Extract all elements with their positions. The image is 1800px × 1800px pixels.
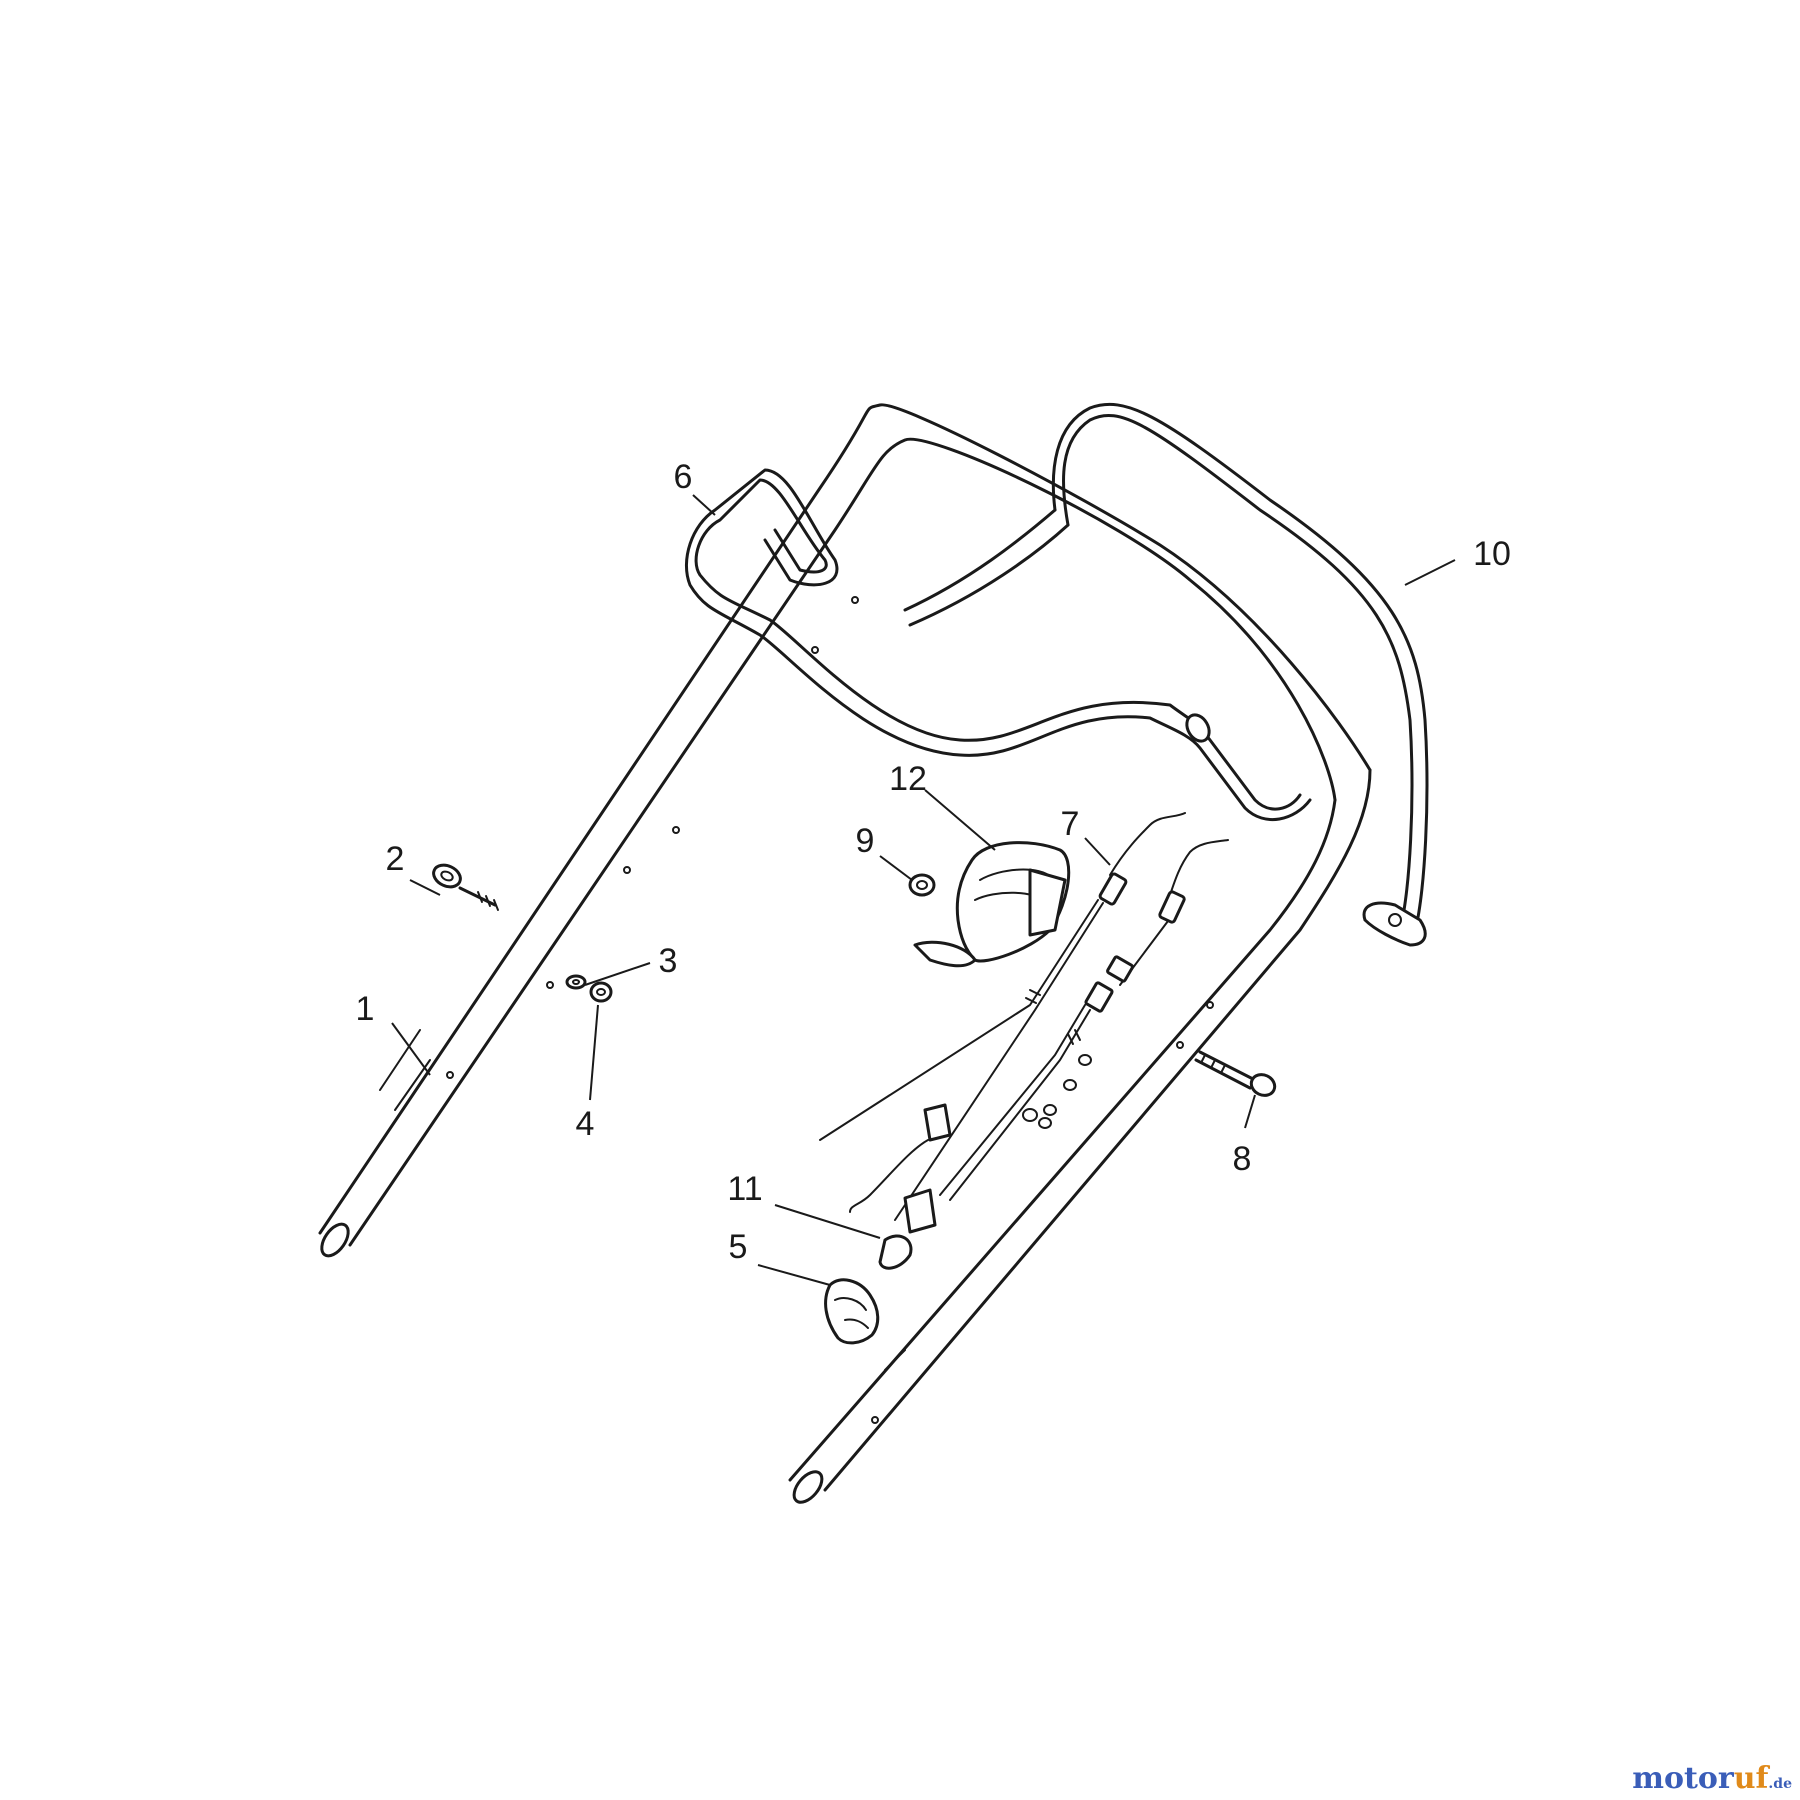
- leader-2: [409, 879, 441, 896]
- callout-7: 7: [1061, 805, 1080, 843]
- callout-9: 9: [856, 822, 875, 860]
- callout-5: 5: [729, 1228, 748, 1266]
- leader-12: [924, 789, 996, 851]
- drive-cable: [849, 839, 1229, 1270]
- callout-6: 6: [674, 458, 693, 496]
- callout-11: 11: [727, 1170, 762, 1208]
- upper-handle: [318, 403, 1372, 1504]
- leader-8: [1244, 1094, 1256, 1129]
- throttle-control: [913, 841, 1071, 968]
- leader-7: [1084, 837, 1111, 866]
- leader-3: [584, 962, 651, 986]
- engine-stop-bail: [685, 468, 1312, 822]
- leader-lines: [391, 494, 1456, 1286]
- leader-6: [692, 494, 716, 516]
- leader-5: [757, 1264, 831, 1286]
- leader-11: [774, 1204, 881, 1239]
- watermark-logo: motoruf.de: [1632, 1761, 1792, 1796]
- cable-clip: [824, 1278, 880, 1345]
- lock-nut: [908, 873, 936, 897]
- leader-1: [391, 1022, 431, 1076]
- callout-2: 2: [386, 840, 405, 878]
- control-cable: [819, 812, 1186, 1221]
- leader-9: [879, 855, 913, 881]
- washer: [565, 974, 587, 990]
- leader-10: [1404, 559, 1456, 586]
- eye-bolt: [432, 863, 499, 911]
- nut: [589, 981, 613, 1003]
- screw: [1194, 1050, 1277, 1097]
- callout-1: 1: [356, 990, 375, 1028]
- callout-3: 3: [659, 942, 678, 980]
- callout-4: 4: [576, 1105, 595, 1143]
- callout-10: 10: [1473, 535, 1511, 573]
- callout-12: 12: [889, 760, 927, 798]
- drive-bail: [1051, 402, 1429, 947]
- callout-8: 8: [1233, 1140, 1252, 1178]
- callout-labels: 1 2 3 4 5 6 7 8 9 10 11 12: [356, 458, 1511, 1266]
- leader-4: [589, 1004, 599, 1101]
